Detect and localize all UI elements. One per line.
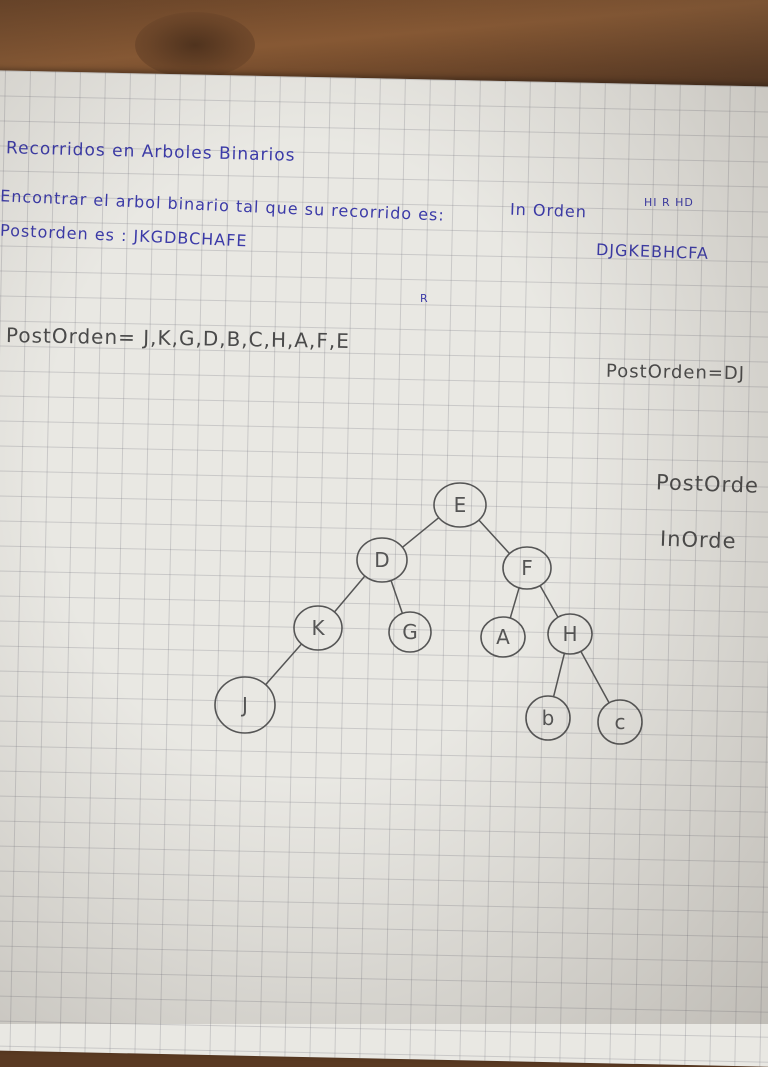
edge-H-B: [552, 653, 566, 697]
node-label: b: [542, 706, 555, 730]
tree-node-e: E: [433, 482, 487, 528]
node-label: D: [374, 548, 389, 572]
tree-node-h: H: [547, 613, 593, 655]
node-circle: [525, 695, 571, 741]
tree-node-b: b: [525, 695, 571, 741]
edge-K-J: [265, 643, 303, 686]
root-marker: R: [420, 292, 429, 305]
tree-node-j: J: [214, 676, 276, 734]
node-circle: [356, 537, 408, 583]
node-label: c: [615, 710, 626, 734]
node-label: E: [454, 493, 467, 517]
tree-node-c: c: [597, 699, 643, 745]
tree-nodes: E D F K G A H Jb c: [214, 482, 643, 745]
node-circle: [433, 482, 487, 528]
edge-F-A: [509, 587, 520, 619]
edge-D-G: [390, 580, 404, 614]
edge-H-C: [580, 651, 610, 704]
tree-edges: [265, 517, 610, 704]
node-label: G: [402, 620, 418, 644]
node-circle: [502, 546, 552, 590]
tree-node-a: A: [480, 616, 526, 658]
node-label: J: [240, 693, 248, 717]
node-circle: [547, 613, 593, 655]
inorden-markers: HI R HD: [644, 196, 694, 209]
binary-tree-diagram: E D F K G A H Jb c: [214, 482, 643, 745]
node-label: H: [562, 622, 577, 646]
edge-F-H: [539, 585, 559, 618]
node-circle: [597, 699, 643, 745]
node-circle: [293, 605, 343, 651]
tree-node-d: D: [356, 537, 408, 583]
tree-node-g: G: [388, 611, 432, 653]
edge-D-K: [333, 575, 366, 613]
node-circle: [214, 676, 276, 734]
edge-E-F: [478, 519, 511, 555]
node-circle: [388, 611, 432, 653]
tree-node-f: F: [502, 546, 552, 590]
tree-node-k: K: [293, 605, 343, 651]
node-label: A: [496, 625, 510, 649]
node-circle: [480, 616, 526, 658]
node-label: F: [521, 556, 533, 580]
edge-E-D: [401, 517, 440, 548]
wood-knot: [135, 12, 255, 78]
node-label: K: [311, 616, 325, 640]
